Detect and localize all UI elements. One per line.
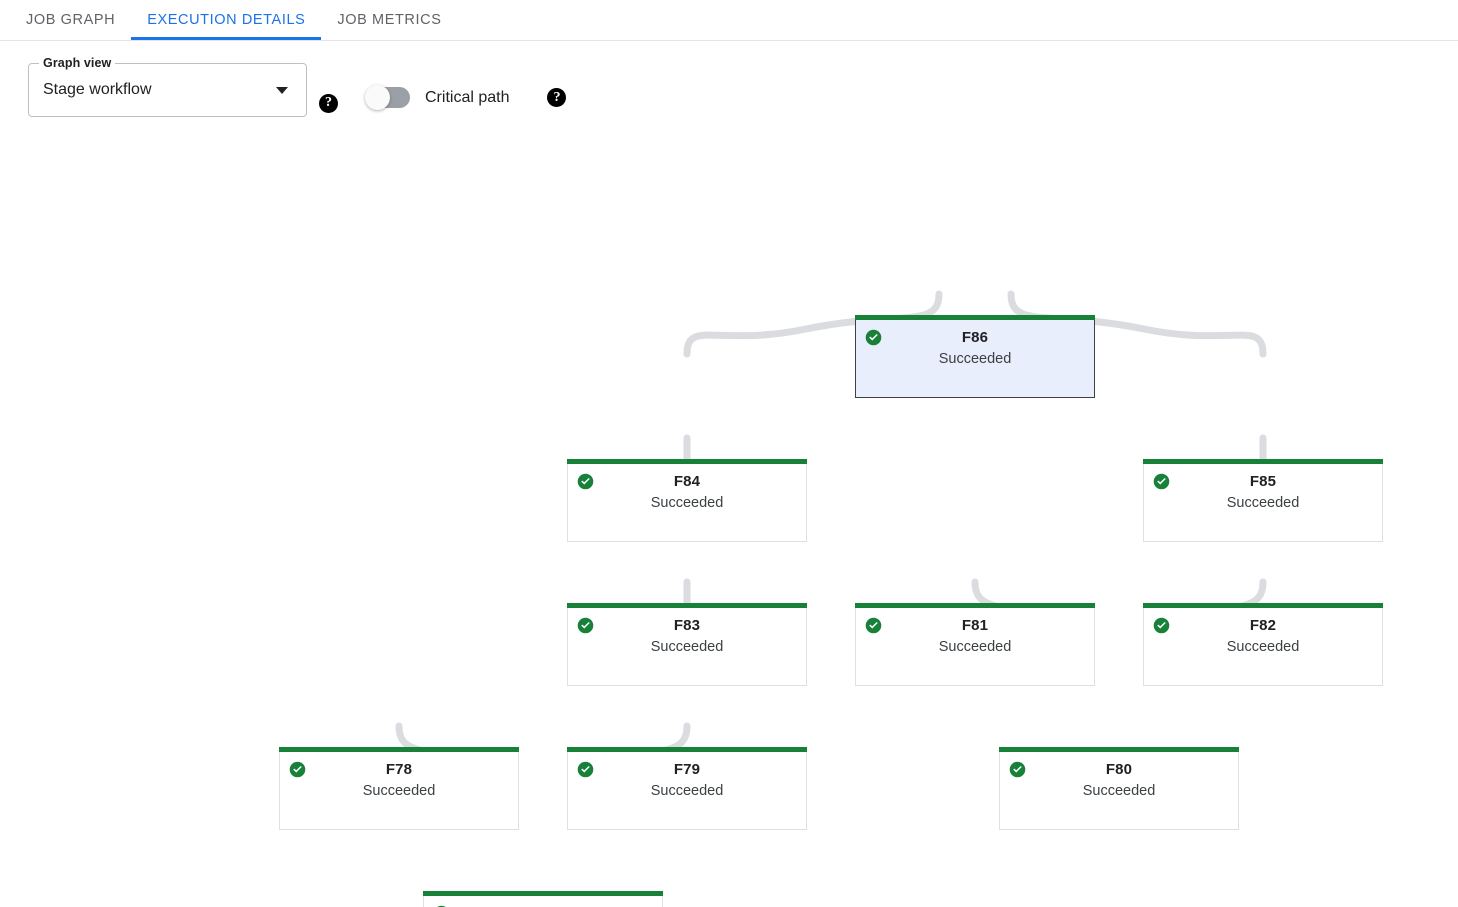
node-title: F80 (1105, 761, 1133, 778)
status-bar (999, 747, 1239, 752)
node-status: Succeeded (650, 639, 724, 655)
critical-path-label: Critical path (425, 88, 510, 106)
stage-workflow-graph: F86 Succeeded F84 Succeeded F85 Succeede… (0, 133, 1458, 907)
graph-node-f78[interactable]: F78 Succeeded (279, 747, 519, 830)
status-bar (1143, 603, 1383, 608)
status-bar (1143, 459, 1383, 464)
graph-toolbar: Graph view Stage workflow ? Critical pat… (0, 41, 1458, 133)
node-title: F84 (673, 473, 701, 490)
check-circle-icon (577, 761, 594, 778)
status-bar (567, 603, 807, 608)
check-circle-icon (289, 761, 306, 778)
node-status: Succeeded (938, 351, 1012, 367)
graph-node-f86[interactable]: F86 Succeeded (855, 315, 1095, 398)
status-bar (423, 891, 663, 896)
check-circle-icon (1009, 761, 1026, 778)
node-status: Succeeded (1082, 783, 1156, 799)
critical-path-group: Critical path ? (365, 85, 567, 110)
status-bar (567, 459, 807, 464)
node-status: Succeeded (1226, 495, 1300, 511)
toggle-knob (365, 85, 390, 110)
check-circle-icon (577, 473, 594, 490)
help-icon-critical-path[interactable]: ? (547, 88, 567, 107)
check-circle-icon (1153, 617, 1170, 634)
node-title: F79 (673, 761, 701, 778)
critical-path-toggle[interactable] (365, 85, 410, 110)
tab-job-metrics[interactable]: JOB METRICS (321, 0, 457, 40)
node-status: Succeeded (938, 639, 1012, 655)
help-icon-graph-view[interactable]: ? (319, 93, 338, 113)
node-title: F86 (961, 329, 989, 346)
node-status: Succeeded (362, 783, 436, 799)
node-status: Succeeded (1226, 639, 1300, 655)
status-bar (279, 747, 519, 752)
tab-job-graph[interactable]: JOB GRAPH (10, 0, 131, 40)
node-title: F77 (424, 905, 662, 907)
status-bar (855, 315, 1095, 320)
node-title: F83 (673, 617, 701, 634)
graph-view-select[interactable]: Graph view Stage workflow (28, 56, 307, 117)
graph-view-label: Graph view (39, 56, 116, 70)
graph-node-f82[interactable]: F82 Succeeded (1143, 603, 1383, 686)
chevron-down-icon[interactable] (276, 86, 288, 94)
node-title: F85 (1249, 473, 1277, 490)
tab-execution-details[interactable]: EXECUTION DETAILS (131, 0, 322, 40)
node-title: F81 (961, 617, 989, 634)
status-bar (855, 603, 1095, 608)
graph-node-f85[interactable]: F85 Succeeded (1143, 459, 1383, 542)
graph-node-f77[interactable]: F77 Succeeded (423, 891, 663, 907)
node-status: Succeeded (650, 495, 724, 511)
status-bar (567, 747, 807, 752)
graph-node-f79[interactable]: F79 Succeeded (567, 747, 807, 830)
check-circle-icon (1153, 473, 1170, 490)
graph-node-f81[interactable]: F81 Succeeded (855, 603, 1095, 686)
graph-node-f83[interactable]: F83 Succeeded (567, 603, 807, 686)
node-status: Succeeded (650, 783, 724, 799)
graph-node-f84[interactable]: F84 Succeeded (567, 459, 807, 542)
graph-node-f80[interactable]: F80 Succeeded (999, 747, 1239, 830)
node-title: F78 (385, 761, 413, 778)
graph-view-value: Stage workflow (43, 81, 152, 98)
check-circle-icon (865, 329, 882, 346)
check-circle-icon (865, 617, 882, 634)
check-circle-icon (577, 617, 594, 634)
node-title: F82 (1249, 617, 1277, 634)
tab-bar: JOB GRAPH EXECUTION DETAILS JOB METRICS (0, 0, 1458, 41)
